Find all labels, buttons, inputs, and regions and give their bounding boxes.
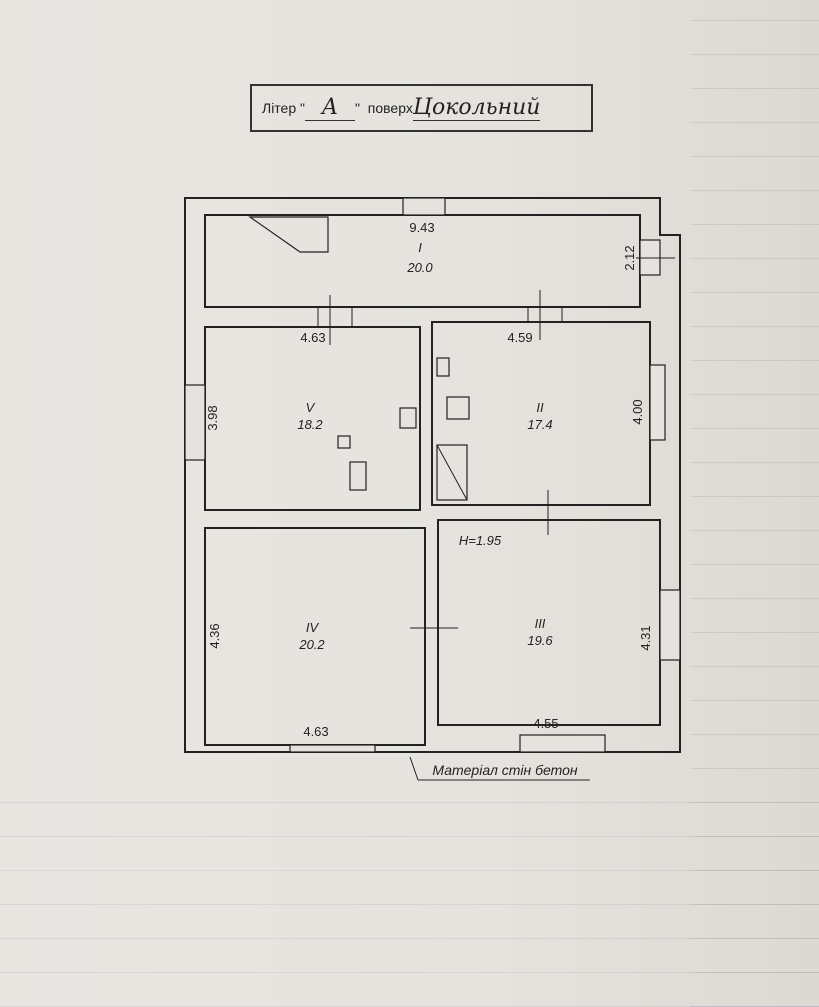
- room-i-area: 20.0: [406, 260, 433, 275]
- room-iv-number: IV: [306, 620, 320, 635]
- ledger-grid-bottom: [0, 780, 819, 1007]
- fixture-icon: [436, 357, 450, 377]
- room-iv-area: 20.2: [298, 637, 325, 652]
- room-ii-area: 17.4: [527, 417, 552, 432]
- room-iii-outline: [437, 519, 661, 726]
- dim-iv-height: 4.36: [207, 623, 222, 648]
- wall-material: Матеріал стін бетон: [432, 762, 578, 778]
- boiler-icon: [349, 461, 367, 491]
- chimney-icon: [337, 435, 351, 449]
- floor-label: поверх: [367, 100, 413, 116]
- floor-value: Цокольний: [412, 95, 541, 121]
- dim-ii-width: 4.59: [507, 330, 532, 345]
- window: [659, 589, 681, 661]
- dim-ii-height: 4.00: [630, 399, 645, 424]
- window: [289, 744, 376, 753]
- window: [184, 384, 206, 461]
- liter-label: Літер: [262, 100, 297, 116]
- dim-v-width: 4.63: [300, 330, 325, 345]
- dim-v-height: 3.98: [205, 405, 220, 430]
- quote: ": [300, 100, 305, 116]
- dim-iv-width: 4.63: [303, 724, 328, 739]
- window: [649, 364, 666, 441]
- title-box: Літер " А " поверх Цокольний: [250, 84, 593, 132]
- dim-right-top: 2.12: [622, 245, 637, 270]
- room-i-number: I: [418, 240, 422, 255]
- stairs-icon: [248, 216, 329, 253]
- dim-iii-height: 4.31: [638, 625, 653, 650]
- liter-value: А: [305, 95, 355, 121]
- fixture-icon: [399, 407, 417, 429]
- dim-iii-width: 4.55: [533, 716, 558, 731]
- room-v-number: V: [306, 400, 316, 415]
- room-iii-area: 19.6: [527, 633, 553, 648]
- quote: ": [355, 100, 360, 116]
- window: [402, 197, 446, 216]
- window: [519, 734, 606, 753]
- ceiling-height: H=1.95: [459, 533, 502, 548]
- outer-wall: [184, 197, 681, 753]
- ledger-grid: [690, 0, 819, 1007]
- room-ii-number: II: [536, 400, 544, 415]
- room-iii-number: III: [535, 616, 546, 631]
- room-v-area: 18.2: [297, 417, 323, 432]
- stove-icon: [446, 396, 470, 420]
- dim-top-length: 9.43: [409, 220, 434, 235]
